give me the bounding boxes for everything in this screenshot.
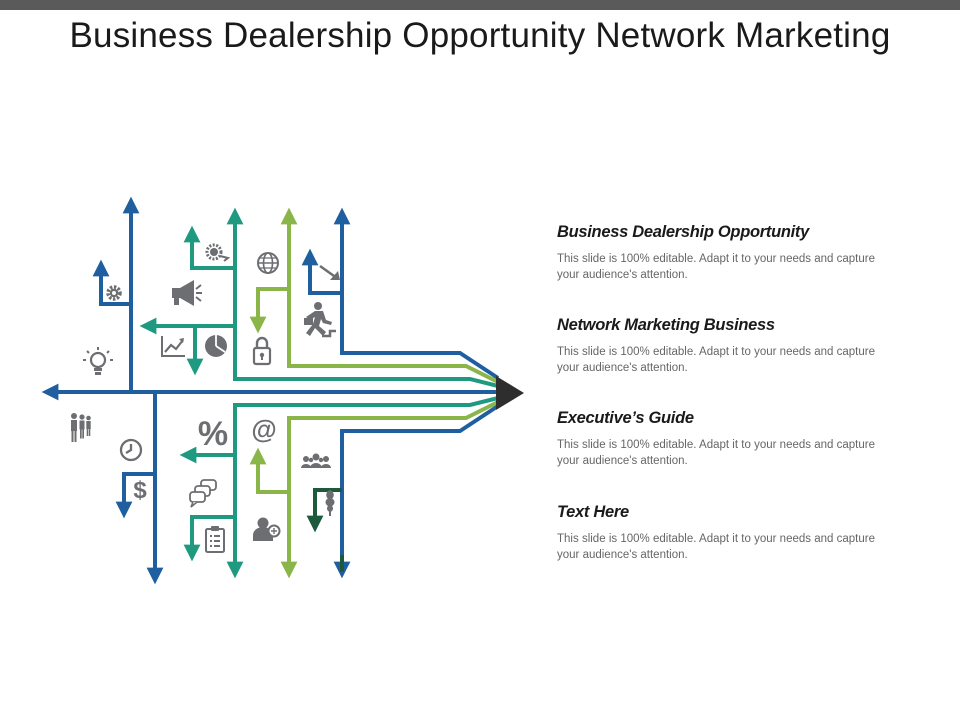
running-man-icon: [304, 302, 336, 338]
branch-blue-dollar: [115, 472, 155, 519]
lightbulb-icon: [83, 347, 113, 375]
section-body: This slide is 100% editable. Adapt it to…: [557, 439, 875, 467]
line-teal-lower: [226, 396, 499, 579]
speech-bubbles-icon: [189, 479, 217, 508]
at-sign-icon: @: [251, 414, 276, 444]
branch-dark-blue-upper-small: [301, 248, 342, 295]
section-business-dealership: Business Dealership Opportunity This sli…: [557, 223, 887, 283]
line-dark-blue-upper: [333, 207, 500, 380]
branch-blue-gear: [92, 259, 131, 306]
slide-title: Business Dealership Opportunity Network …: [69, 16, 891, 55]
line-teal-upper: [226, 207, 499, 388]
section-body: This slide is 100% editable. Adapt it to…: [557, 533, 875, 561]
pie-chart-icon: [205, 335, 227, 357]
branch-teal-up: [183, 225, 235, 270]
chart-icon: [161, 336, 185, 357]
section-network-marketing: Network Marketing Business This slide is…: [557, 316, 887, 376]
arrow-head-right: [496, 376, 524, 410]
clock-icon: [119, 438, 143, 462]
trend-arrow-icon: [319, 264, 340, 280]
person-idea-icon: [253, 517, 281, 541]
globe-icon: [257, 252, 279, 274]
branch-dark-green-lower: [306, 488, 342, 533]
cog-loop-icon: [205, 243, 231, 262]
branch-green-lower: [249, 447, 289, 494]
percent-icon: %: [198, 415, 228, 453]
megaphone-icon: [172, 280, 202, 306]
section-executives-guide: Executive’s Guide This slide is 100% edi…: [557, 409, 887, 469]
top-bar: [0, 0, 960, 10]
team-icon: [301, 453, 331, 468]
section-heading: Network Marketing Business: [557, 316, 775, 334]
dollar-icon: $: [133, 477, 147, 504]
section-heading: Executive’s Guide: [557, 409, 694, 427]
section-heading: Business Dealership Opportunity: [557, 223, 810, 241]
section-body: This slide is 100% editable. Adapt it to…: [557, 346, 875, 374]
clipboard-icon: [205, 526, 225, 553]
section-heading: Text Here: [557, 503, 629, 521]
section-body: This slide is 100% editable. Adapt it to…: [557, 253, 875, 281]
branch-teal-lower-down: [183, 515, 235, 562]
section-text-here: Text Here This slide is 100% editable. A…: [557, 503, 887, 563]
people-icon: [71, 413, 91, 442]
lock-icon: [252, 336, 272, 366]
line-dark-blue-lower: [333, 404, 500, 579]
branch-green-upper: [249, 287, 289, 334]
plant-icon: [325, 490, 335, 516]
gear-icon: [106, 285, 122, 301]
